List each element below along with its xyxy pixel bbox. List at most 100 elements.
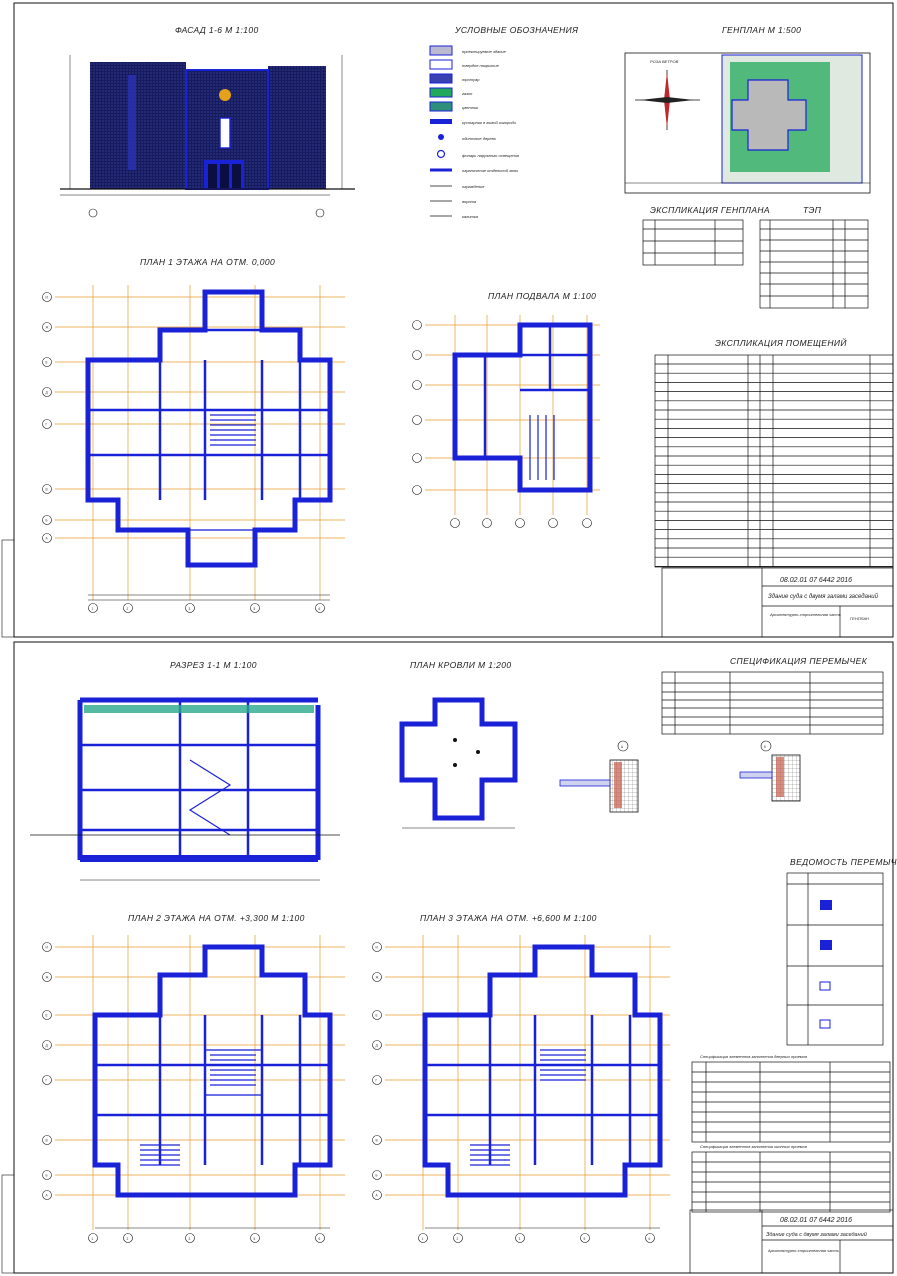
facade-title: ФАСАД 1-6 М 1:100 — [175, 25, 259, 35]
axis-bubble — [582, 518, 592, 528]
legend-item: ограничение отдельной зоны — [462, 168, 518, 173]
axis-letter: В — [46, 488, 48, 492]
axis-bubble — [372, 1010, 382, 1020]
axis-bubble — [42, 1170, 52, 1180]
legend-item: ворота — [462, 199, 477, 204]
axis-bubble — [453, 1233, 463, 1243]
axis-bubble — [412, 320, 422, 330]
axis-letter: Е — [376, 1014, 378, 1018]
axis-letter: Ж — [46, 976, 49, 980]
axis-bubble — [42, 515, 52, 525]
axis-bubble — [412, 415, 422, 425]
genplan-expl-title: ЭКСПЛИКАЦИЯ ГЕНПЛАНА — [650, 205, 770, 215]
axis-number: 1 — [92, 1237, 94, 1241]
tep-title: ТЭП — [803, 205, 822, 215]
axis-bubble — [42, 322, 52, 332]
axis-number: 2 — [127, 1237, 129, 1241]
genplan-explication-table: ЭКСПЛИКАЦИЯ ГЕНПЛАНА — [642, 205, 770, 266]
axis-bubble — [515, 1233, 525, 1243]
axis-bubble — [372, 942, 382, 952]
axis-bubble — [412, 350, 422, 360]
axis-bubble — [42, 419, 52, 429]
axis-letter: Г — [46, 1079, 48, 1083]
plan1-title: ПЛАН 1 ЭТАЖА НА ОТМ. 0,000 — [140, 257, 275, 267]
roof-plan: ПЛАН КРОВЛИ М 1:200 — [399, 660, 518, 829]
axis-number: 6 — [649, 1237, 651, 1241]
door-spec-table: Спецификация элементов заполнения дверны… — [691, 1054, 891, 1143]
legend-item: кустарник в живой изгороди — [462, 120, 517, 125]
axis-letter: Е — [46, 361, 48, 365]
axis-bubble — [88, 603, 98, 613]
axis-bubble — [412, 453, 422, 463]
legend-item: твердое покрытие — [462, 63, 500, 68]
legend-panel: УСЛОВНЫЕ ОБОЗНАЧЕНИЯ проектируемое здани… — [429, 25, 578, 219]
axis-letter: Д — [376, 1044, 379, 1048]
axis-letter: И — [46, 946, 49, 950]
axis-bubble — [42, 533, 52, 543]
axis-number: 5 — [254, 607, 256, 611]
title-block-2: 08.02.01 07 6442 2016 Здание суда с двум… — [689, 1209, 894, 1274]
axis-bubble — [372, 1190, 382, 1200]
axis-bubble — [42, 484, 52, 494]
axis-bubble — [412, 485, 422, 495]
axis-letter: Г — [376, 1079, 378, 1083]
axis-letter: А — [376, 1194, 379, 1198]
legend-item: калитка — [462, 214, 479, 219]
lintel-spec-title: СПЕЦИФИКАЦИЯ ПЕРЕМЫЧЕК — [730, 656, 868, 666]
legend-item: тротуар — [462, 77, 480, 82]
axis-letter: Ж — [376, 976, 379, 980]
wall-node-details: А Б — [559, 740, 801, 813]
axis-bubble — [372, 1040, 382, 1050]
title-block-1: 08.02.01 07 6442 2016 Здание суда с двум… — [661, 567, 894, 638]
stamp-project: Здание суда с двумя залами заседаний — [768, 593, 879, 600]
axis-bubble — [645, 1233, 655, 1243]
basement-plan: ПЛАН ПОДВАЛА М 1:100 — [412, 291, 600, 528]
axis-bubble — [372, 1135, 382, 1145]
axis-letter: Г — [46, 423, 48, 427]
axis-bubble — [250, 603, 260, 613]
section-title: РАЗРЕЗ 1-1 М 1:100 — [170, 660, 257, 670]
axis-bubble — [418, 1233, 428, 1243]
axis-bubble — [88, 1233, 98, 1243]
rooms-explication-table: ЭКСПЛИКАЦИЯ ПОМЕЩЕНИЙ — [654, 337, 894, 568]
axis-bubble — [372, 972, 382, 982]
axis-letter: А — [46, 537, 49, 541]
wind-rose-label: РОЗА ВЕТРОВ — [650, 59, 679, 64]
lintel-list-title: ВЕДОМОСТЬ ПЕРЕМЫЧЕК — [790, 857, 897, 867]
axis-bubble — [515, 518, 525, 528]
genplan-drawing: ГЕНПЛАН М 1:500 РОЗА ВЕТРОВ — [624, 25, 871, 194]
axis-number: 3 — [189, 607, 191, 611]
tep-table: ТЭП — [759, 205, 869, 309]
axis-number: 3 — [519, 1237, 521, 1241]
node-a-label: А — [621, 745, 624, 749]
axis-bubble — [42, 1190, 52, 1200]
dim-chain-bottom — [88, 594, 330, 601]
axis-number: 1 — [92, 607, 94, 611]
stamp-section: Архитектурно-строительная часть — [769, 612, 841, 617]
axis-bubble — [42, 292, 52, 302]
axis-bubble — [315, 603, 325, 613]
stamp2-code: 08.02.01 07 6442 2016 — [780, 1217, 852, 1224]
lintel-spec-table: СПЕЦИФИКАЦИЯ ПЕРЕМЫЧЕК — [661, 656, 884, 735]
axis-letter: Д — [46, 391, 49, 395]
stamp-sheets: ГЕНПЛАН — [850, 616, 869, 621]
axis-letter: В — [46, 1139, 48, 1143]
lintel-list-table: ВЕДОМОСТЬ ПЕРЕМЫЧЕК — [786, 857, 897, 1046]
tree-icon — [438, 134, 444, 140]
axis-bubble — [315, 1233, 325, 1243]
axis-number: 5 — [254, 1237, 256, 1241]
axis-bubble — [580, 1233, 590, 1243]
wind-rose-icon — [635, 70, 700, 130]
axis-letter: А — [46, 1194, 49, 1198]
axis-bubble — [42, 972, 52, 982]
axis-bubble — [123, 1233, 133, 1243]
axis-bubble — [42, 1075, 52, 1085]
axis-bubble — [250, 1233, 260, 1243]
axis-bubble — [185, 1233, 195, 1243]
window-spec-table: Спецификация элементов заполнения оконны… — [691, 1144, 891, 1213]
axis-letter: Д — [46, 1044, 49, 1048]
axis-letter: Б — [46, 1174, 48, 1178]
